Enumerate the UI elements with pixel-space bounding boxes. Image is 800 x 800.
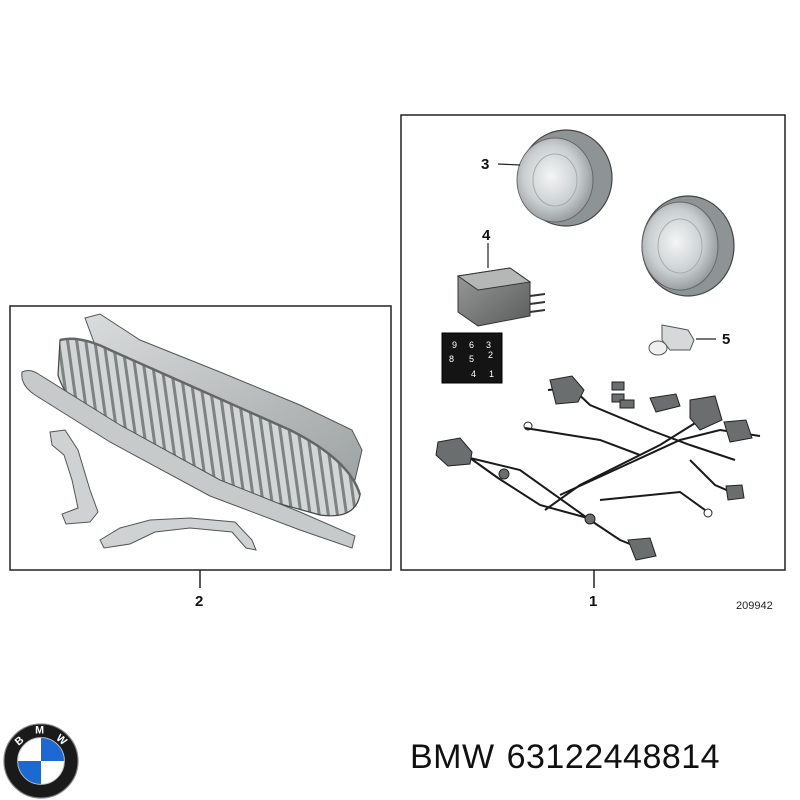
callout-item-5: 5 <box>722 331 731 348</box>
fog-lamp-illustration <box>516 129 613 227</box>
relay-pin-label: 1 <box>489 369 494 379</box>
harness-connectors <box>435 375 753 561</box>
bmw-logo: B M W <box>3 723 79 799</box>
relay-pin-label: 5 <box>469 354 474 364</box>
brand-name: BMW <box>410 738 495 776</box>
fog-lamp-second-illustration <box>641 195 735 297</box>
pointer-item-3 <box>497 163 521 166</box>
relay-pin-label: 6 <box>469 340 474 350</box>
diagram-reference: 209942 <box>736 600 773 612</box>
relay-illustration <box>456 267 546 327</box>
frame-item-1 <box>400 114 786 571</box>
relay-pin-label: 3 <box>486 340 491 350</box>
relay-pin-label: 9 <box>452 340 457 350</box>
part-number: 63122448814 <box>506 738 721 776</box>
callout-item-1: 1 <box>589 593 598 610</box>
grille-illustration <box>21 313 363 551</box>
callout-item-4: 4 <box>482 227 491 244</box>
callout-item-2: 2 <box>195 593 204 610</box>
relay-pin-label: 2 <box>488 350 493 360</box>
relay-pinout-panel: 9 6 3 8 5 2 4 1 <box>441 332 503 384</box>
bulb-illustration <box>648 324 695 356</box>
callout-item-3: 3 <box>481 156 490 173</box>
part-caption: BMW 63122448814 <box>410 738 732 777</box>
relay-pin-label: 8 <box>449 354 454 364</box>
logo-letter-m: M <box>35 725 44 737</box>
relay-pin-label: 4 <box>471 369 476 379</box>
